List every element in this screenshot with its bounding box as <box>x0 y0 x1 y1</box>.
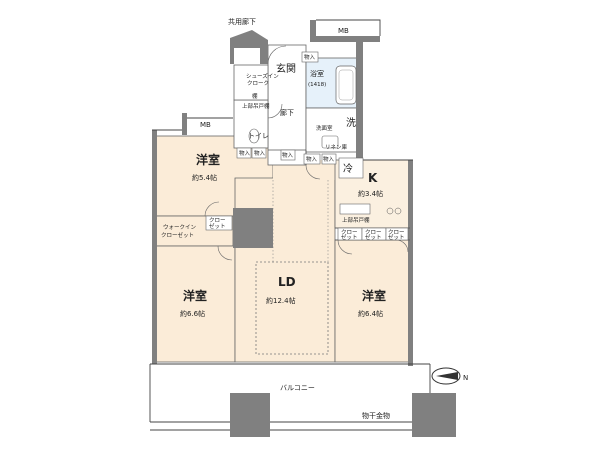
storage-box-5 <box>321 153 337 165</box>
fridge-label: 冷 <box>343 162 353 175</box>
mb-label-top: MB <box>338 27 349 35</box>
fridge-box <box>338 157 364 179</box>
wall-column-mid <box>233 208 273 248</box>
balcony-column-right <box>412 393 456 437</box>
corridor-label: 共用廊下 <box>228 17 256 26</box>
bathtub-inner <box>338 69 354 101</box>
washroom-label: 洗面室 <box>316 124 333 132</box>
storage-box-1 <box>301 51 319 63</box>
balcony-label: バルコニー <box>280 384 315 392</box>
wall-mb-bottom <box>310 36 380 42</box>
storage-box-4 <box>303 153 321 165</box>
upper-shelf-label-2: 上部吊戸棚 <box>342 216 370 224</box>
walkin-label-2: クローゼット <box>161 231 194 239</box>
mb-box <box>316 19 381 36</box>
washbasin-icon <box>321 135 339 149</box>
door-hall <box>267 103 283 119</box>
storage-label-4: 物入 <box>306 155 318 163</box>
door-room1 <box>204 201 220 217</box>
closets-room3 <box>337 227 409 241</box>
closet-c <box>385 227 409 241</box>
room2-size-label: 約6.6帖 <box>180 309 205 318</box>
toilet-label: トイレ <box>248 132 269 140</box>
storage-box-3 <box>251 147 267 159</box>
closet-b-label-2: ゼット <box>365 233 382 241</box>
hall-label: 廊下 <box>280 108 294 117</box>
wall-mb-left <box>310 20 316 38</box>
kitchen-label: K <box>368 171 378 185</box>
doors <box>204 45 409 261</box>
shoes-in-label: シューズイン <box>246 72 279 80</box>
door-room2 <box>217 245 233 261</box>
door-entrance <box>267 45 287 65</box>
bath-size-label: (1418) <box>308 82 326 88</box>
wall-right-core <box>356 42 363 160</box>
closet-b-label: クロー <box>365 229 382 236</box>
storage-label-1: 物入 <box>304 53 316 61</box>
closet-room1-label: クロー <box>209 217 226 224</box>
upper-shelf-label-1: 上部吊戸棚 <box>242 102 270 110</box>
storage-label-3: 物入 <box>254 149 266 157</box>
room1-size-label: 約5.4帖 <box>192 173 217 182</box>
stove-burner-icon-2 <box>394 207 402 215</box>
ld-floor <box>234 177 336 363</box>
closet-c-label: クロー <box>388 229 405 236</box>
storage-label-2: 物入 <box>239 149 251 157</box>
tap-label: リネン庫 <box>325 143 348 151</box>
storage-boxes <box>236 51 337 165</box>
sink-icon <box>339 203 371 215</box>
room3-size-label: 約6.4帖 <box>358 309 383 318</box>
door-room3 <box>337 239 353 255</box>
room3-floor <box>334 239 411 363</box>
closet-room1-label-2: ゼット <box>209 222 226 230</box>
door-hall-ld <box>305 164 321 180</box>
storage-label-5: 物入 <box>323 155 335 163</box>
north-arrow-icon <box>431 367 461 385</box>
ld-rug-outline <box>255 261 329 355</box>
walkin-label: ウォークイン <box>163 223 197 231</box>
room3-label: 洋室 <box>362 288 386 303</box>
bath-label: 浴室 <box>310 69 324 78</box>
kitchen-size-label: 約3.4帖 <box>358 189 383 198</box>
wall-mb2 <box>182 113 187 135</box>
balcony-column-left <box>230 393 270 437</box>
ld-label: LD <box>278 275 296 289</box>
wall-top-left <box>230 30 268 64</box>
storage-box-2 <box>236 147 252 159</box>
ld-size-label: 約12.4帖 <box>266 296 296 305</box>
drying-label: 物干金物 <box>362 411 390 420</box>
wash-label: 洗 <box>346 117 356 129</box>
closet-room1 <box>205 215 233 231</box>
closet-c-label-2: ゼット <box>388 233 405 241</box>
mb-label-left: MB <box>200 121 211 129</box>
corridor-floor <box>267 44 307 166</box>
toilet-bowl-icon <box>248 128 260 144</box>
shoe-rack-label: 棚 <box>252 92 258 100</box>
shoes-in-label-2: クローク <box>247 80 269 87</box>
shoes-floor <box>233 64 269 101</box>
walls <box>152 20 456 437</box>
entrance-label: 玄関 <box>276 62 296 75</box>
north-label: N <box>463 374 468 382</box>
room2-floor <box>154 245 236 363</box>
wall-right <box>408 160 413 366</box>
closet-a-label: クロー <box>341 229 358 236</box>
storage-box-6 <box>280 149 296 161</box>
stove-burner-icon <box>386 207 394 215</box>
storage-label-6: 物入 <box>282 151 294 159</box>
bathtub <box>335 65 357 105</box>
room2-label: 洋室 <box>183 288 207 303</box>
wall-left <box>152 130 157 364</box>
outline <box>149 19 431 431</box>
closet-a-label-2: ゼット <box>341 233 358 241</box>
room1-label: 洋室 <box>196 152 220 167</box>
